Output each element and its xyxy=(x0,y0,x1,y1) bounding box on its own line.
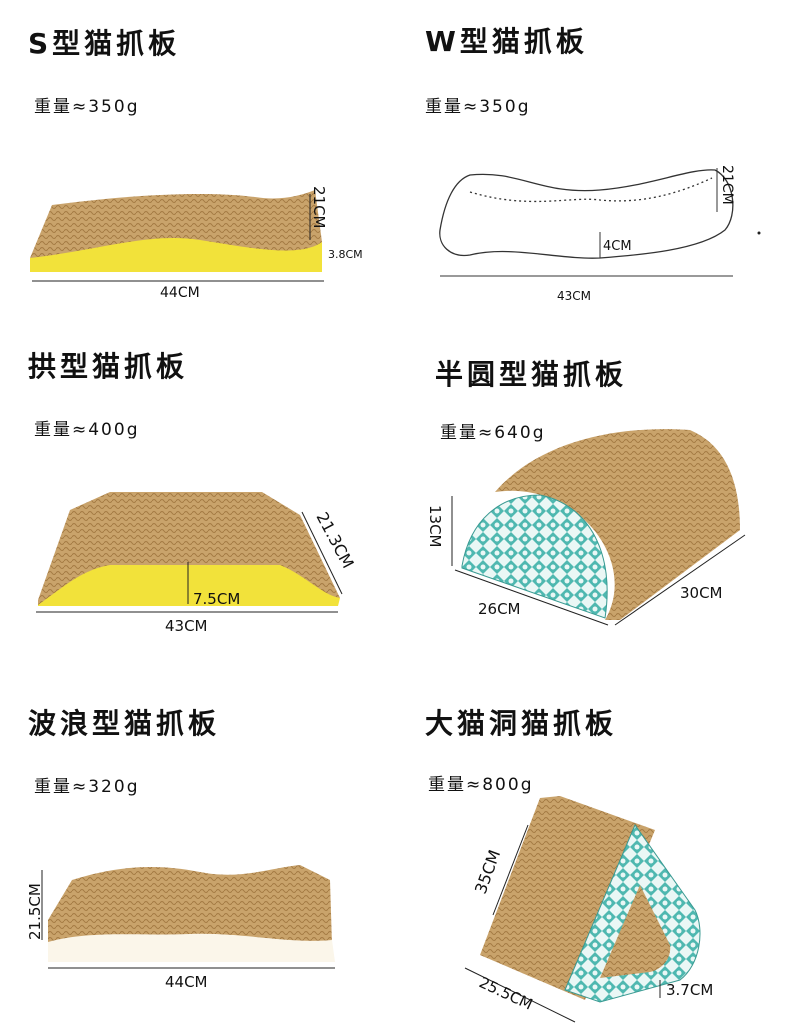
w-height-label: 4CM xyxy=(603,239,632,254)
cave-height-label: 35CM xyxy=(471,847,504,896)
product-weight-arch: 重量≈400g xyxy=(34,420,140,440)
w-board-outline xyxy=(439,169,734,259)
product-title-semicircle: 半圆型猫抓板 xyxy=(435,358,628,391)
product-weight-cat-cave: 重量≈800g xyxy=(428,775,534,795)
product-title-wave: 波浪型猫抓板 xyxy=(28,707,221,740)
product-title-s: S型猫抓板 xyxy=(28,27,181,60)
product-title-w: W型猫抓板 xyxy=(425,25,588,58)
product-weight-wave: 重量≈320g xyxy=(34,777,140,797)
cat-cave-image xyxy=(480,796,701,1003)
product-weight-s: 重量≈350g xyxy=(34,97,140,117)
semicircle-length-label: 30CM xyxy=(680,584,723,602)
product-weight-w: 重量≈350g xyxy=(425,97,531,117)
semicircle-board-image xyxy=(461,429,740,620)
cave-depth-label: 25.5CM xyxy=(476,973,535,1013)
product-title-cat-cave: 大猫洞猫抓板 xyxy=(425,707,618,740)
s-width-label: 21CM xyxy=(310,186,328,229)
s-length-label: 44CM xyxy=(160,285,200,301)
semicircle-depth-label: 26CM xyxy=(478,600,521,618)
arch-length-label: 43CM xyxy=(165,617,208,635)
w-length-label: 43CM xyxy=(557,289,591,303)
wave-length-label: 44CM xyxy=(165,973,208,991)
s-height-label: 3.8CM xyxy=(328,248,363,261)
wave-width-label: 21.5CM xyxy=(26,883,44,940)
product-title-arch: 拱型猫抓板 xyxy=(28,350,189,383)
wave-board-image xyxy=(48,865,335,962)
s-board-image xyxy=(30,190,322,272)
product-weight-semicircle: 重量≈640g xyxy=(440,423,546,443)
arch-height-label: 7.5CM xyxy=(193,590,240,608)
w-width-label: 21CM xyxy=(719,165,735,205)
semicircle-height-label: 13CM xyxy=(426,505,444,548)
arch-board-image xyxy=(38,492,340,606)
cave-thickness-label: 3.7CM xyxy=(666,981,713,999)
